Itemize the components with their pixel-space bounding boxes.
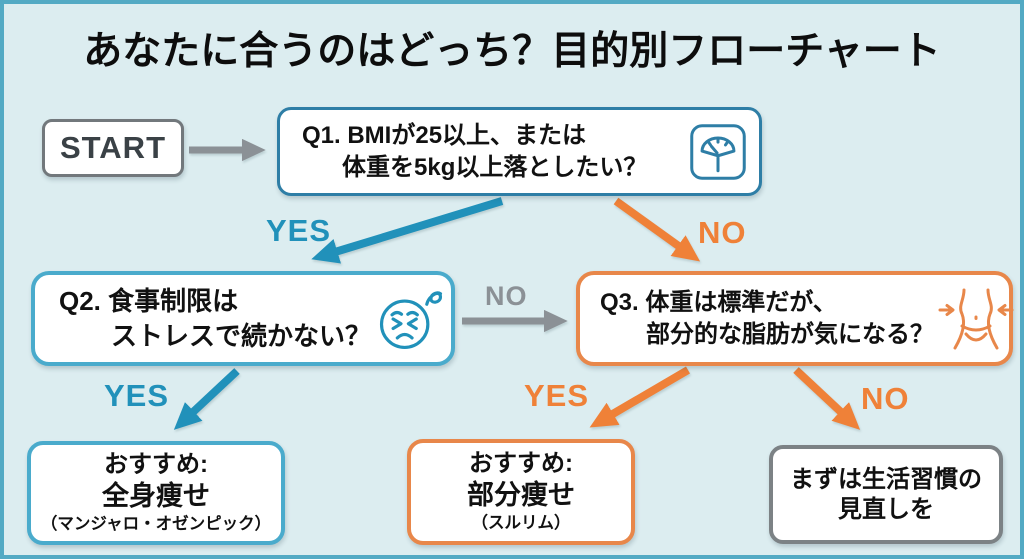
weight-scale-icon [690,123,746,180]
question-2-node: Q2. 食事制限は ストレスで続かない？ [31,271,455,366]
edge-label-q1-yes: YES [266,213,332,248]
question-3-node: Q3. 体重は標準だが、 部分的な脂肪が気になる？ [576,271,1014,366]
slim-waist-icon [938,288,1014,349]
edge-label-q2-no: NO [485,281,528,311]
question-3-text: Q3. 体重は標準だが、 部分的な脂肪が気になる？ [600,288,934,348]
result-partial-node: おすすめ: 部分痩せ （スルリム） [407,439,635,545]
result-lifestyle-node: まずは生活習慣の 見直しを [769,445,1003,544]
result-full-body-node: おすすめ: 全身痩せ （マンジャロ・オゼンピック） [27,441,285,545]
edge-label-q2-yes: YES [104,378,170,413]
arrow-q2-yes-to-result [173,368,240,430]
arrow-q3-yes-to-result [589,366,691,428]
edge-label-q3-yes: YES [524,378,590,413]
arrow-q3-no-to-result [793,367,861,430]
edge-label-q3-no: NO [861,381,910,416]
stressed-face-icon [379,290,443,349]
start-label: START [59,130,167,165]
question-2-text: Q2. 食事制限は ストレスで続かない？ [59,286,372,351]
question-1-text: Q1. BMIが25以上、または 体重を5kg以上落としたい？ [302,121,648,181]
arrow-q1-no-to-q3 [613,197,701,262]
page-title: あなたに合うのはどっち？目的別フローチャート [83,30,941,73]
edge-label-q1-no: NO [698,215,747,250]
start-node: START [42,119,184,177]
question-1-node: Q1. BMIが25以上、または 体重を5kg以上落としたい？ [277,107,762,196]
arrow-q1-yes-to-q2 [311,197,504,264]
